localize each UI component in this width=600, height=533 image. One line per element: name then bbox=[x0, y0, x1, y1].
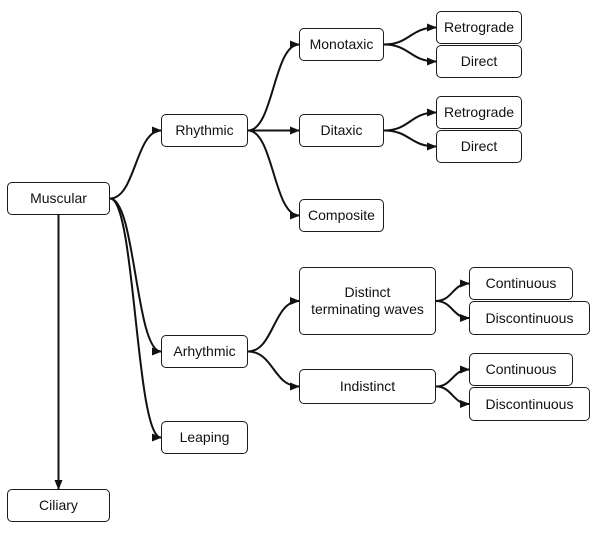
edge-indistinct-to-indistinct_discontinuous bbox=[435, 385, 470, 408]
node-indistinct: Indistinct bbox=[299, 369, 436, 404]
node-ditaxic-direct: Direct bbox=[436, 130, 522, 163]
edge-indistinct-to-indistinct_continuous bbox=[435, 365, 470, 388]
node-composite: Composite bbox=[299, 199, 384, 232]
edge-distinct-to-distinct_continuous bbox=[435, 279, 470, 302]
node-monotaxic-direct: Direct bbox=[436, 45, 522, 78]
edge-arhythmic-to-indistinct bbox=[247, 350, 300, 391]
edge-ditaxic-to-ditaxic_retrograde bbox=[383, 108, 437, 132]
node-indistinct-continuous: Continuous bbox=[469, 353, 573, 386]
node-leaping: Leaping bbox=[161, 421, 248, 454]
node-rhythmic: Rhythmic bbox=[161, 114, 248, 147]
edge-ditaxic-to-ditaxic_direct bbox=[383, 129, 437, 151]
node-distinct-discontinuous: Discontinuous bbox=[469, 301, 590, 335]
edge-muscular-to-leaping bbox=[109, 197, 162, 442]
node-ciliary: Ciliary bbox=[7, 489, 110, 522]
edge-muscular-to-rhythmic bbox=[109, 126, 162, 200]
node-muscular: Muscular bbox=[7, 182, 110, 215]
edge-arhythmic-to-distinct bbox=[247, 297, 300, 353]
node-ditaxic: Ditaxic bbox=[299, 114, 384, 147]
node-distinct-terminating-waves: Distinct terminating waves bbox=[299, 267, 436, 335]
node-distinct-continuous: Continuous bbox=[469, 267, 573, 300]
node-monotaxic: Monotaxic bbox=[299, 28, 384, 61]
node-ditaxic-retrograde: Retrograde bbox=[436, 96, 522, 129]
edge-rhythmic-to-composite bbox=[247, 129, 300, 220]
edge-distinct-to-distinct_discontinuous bbox=[435, 300, 470, 322]
edge-monotaxic-to-monotaxic_retrograde bbox=[383, 23, 437, 46]
edge-rhythmic-to-monotaxic bbox=[247, 40, 300, 132]
edge-muscular-to-arhythmic bbox=[109, 197, 162, 356]
node-monotaxic-retrograde: Retrograde bbox=[436, 11, 522, 44]
edge-monotaxic-to-monotaxic_direct bbox=[383, 43, 437, 66]
node-indistinct-discontinuous: Discontinuous bbox=[469, 387, 590, 421]
node-arhythmic: Arhythmic bbox=[161, 335, 248, 368]
